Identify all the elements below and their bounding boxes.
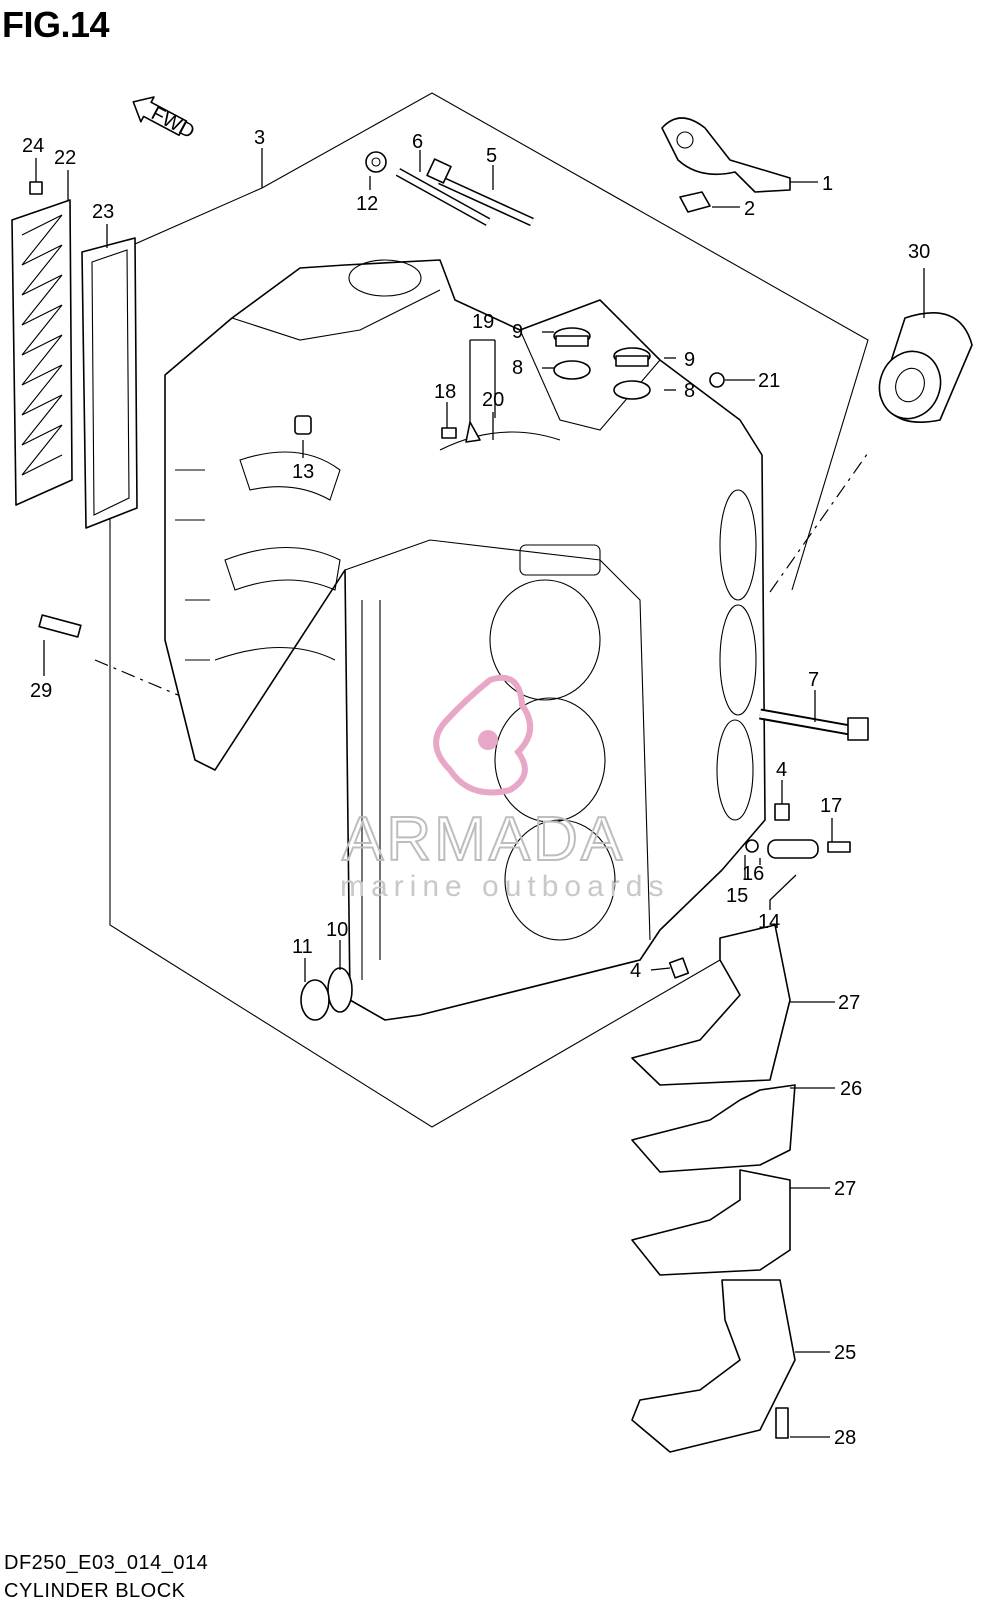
callout-9-b: 9 (684, 349, 695, 371)
callout-labels: 1 2 3 6 5 12 30 19 9 8 9 8 21 18 20 13 2… (22, 127, 930, 1449)
watermark-logo-icon (433, 674, 533, 796)
callout-11: 11 (292, 936, 313, 958)
fwd-label: FWD (148, 102, 199, 143)
plug-part-11 (300, 979, 330, 1021)
callout-7: 7 (808, 669, 819, 691)
callout-27-b: 27 (834, 1178, 856, 1200)
bolt-part-29 (38, 614, 82, 638)
callout-20: 20 (482, 389, 504, 411)
oring-part-8-a (553, 360, 591, 380)
callout-23: 23 (92, 201, 114, 223)
watermark-tagline: marine outboards (340, 870, 669, 903)
callout-12: 12 (356, 193, 378, 215)
gasket-part-26 (631, 1084, 796, 1173)
oil-filter (878, 312, 973, 424)
bolt-part-7 (759, 708, 869, 741)
callout-17: 17 (820, 795, 842, 817)
callout-6: 6 (412, 131, 423, 153)
callout-21: 21 (758, 370, 780, 392)
nut-part-21 (709, 372, 725, 388)
callout-18: 18 (434, 381, 456, 403)
pin-part-4-a (774, 803, 790, 821)
leader-lines (35, 148, 925, 1438)
callout-4-a: 4 (776, 759, 787, 781)
sensor-part-16 (767, 839, 819, 859)
oil-pan-part-25 (631, 1279, 796, 1453)
callout-24: 24 (22, 135, 44, 157)
figure-title: FIG.14 (2, 4, 110, 45)
assembly-boundary (94, 92, 871, 1128)
callout-4-b: 4 (630, 960, 641, 982)
bolt-part-5 (426, 158, 534, 227)
dowel-part-13 (294, 415, 312, 435)
plug-part-9-a (553, 327, 591, 347)
callout-8-a: 8 (512, 357, 523, 379)
callout-26: 26 (840, 1078, 862, 1100)
callout-13: 13 (292, 461, 314, 483)
callout-10: 10 (326, 919, 348, 941)
figure-caption: CYLINDER BLOCK (4, 1580, 186, 1602)
fwd-arrow-icon: FWD (132, 96, 199, 143)
callout-29: 29 (30, 680, 52, 702)
oring-part-8-b (613, 380, 651, 400)
bolt-part-2 (679, 191, 711, 213)
plug-part-9-b (613, 347, 651, 367)
watermark: ARMADA marine outboards (340, 674, 669, 903)
gasket-part-27-a (631, 924, 791, 1086)
callout-19: 19 (472, 311, 494, 333)
pin-part-4-b (668, 957, 690, 979)
screw-part-17 (827, 841, 851, 853)
callout-5: 5 (486, 145, 497, 167)
callout-1: 1 (822, 173, 833, 195)
cylinder-block (164, 259, 766, 1021)
gasket-part-27-b (631, 1169, 791, 1276)
watermark-name: ARMADA (342, 805, 625, 874)
bolt-part-24 (29, 181, 43, 195)
callout-25: 25 (834, 1342, 856, 1364)
callout-2: 2 (744, 198, 755, 220)
callout-16: 16 (742, 863, 764, 885)
callout-30: 30 (908, 241, 930, 263)
callout-27-a: 27 (838, 992, 860, 1014)
bracket-part-1 (661, 117, 791, 193)
callout-22: 22 (54, 147, 76, 169)
callout-15: 15 (726, 885, 748, 907)
figure-code: DF250_E03_014_014 (4, 1552, 209, 1574)
bolt-part-28 (775, 1407, 789, 1439)
bolt-part-6 (395, 168, 491, 226)
side-cover-gasket (81, 237, 138, 529)
callout-3: 3 (254, 127, 265, 149)
clip-part-20 (465, 421, 481, 443)
callout-9-a: 9 (512, 321, 523, 343)
oring-part-15 (745, 839, 759, 853)
callout-14: 14 (758, 911, 780, 933)
callout-8-b: 8 (684, 380, 695, 402)
washer-part-10 (327, 967, 353, 1013)
nut-part-12 (365, 151, 387, 173)
bolt-part-18 (441, 427, 457, 439)
side-cover-plate (11, 199, 73, 506)
callout-28: 28 (834, 1427, 856, 1449)
